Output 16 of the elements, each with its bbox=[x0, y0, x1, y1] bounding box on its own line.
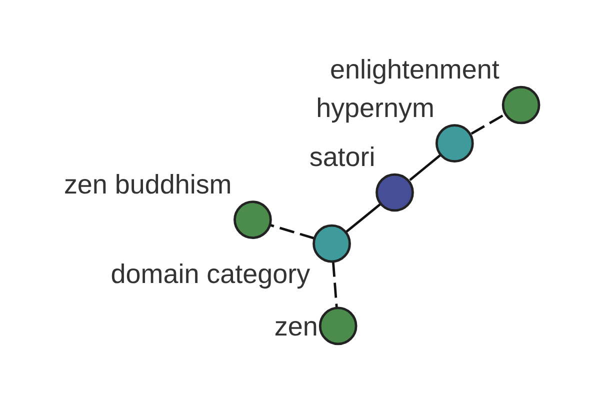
node-label: enlightenment bbox=[330, 54, 500, 84]
node-label: zen bbox=[274, 311, 318, 342]
node-circle bbox=[435, 124, 474, 162]
node-circle bbox=[234, 200, 272, 238]
connector bbox=[346, 202, 381, 232]
node-label: satori bbox=[309, 142, 376, 172]
node-label: zen buddhism bbox=[64, 168, 232, 199]
connector bbox=[332, 261, 338, 308]
node-circle bbox=[312, 224, 351, 262]
node-circle bbox=[318, 306, 358, 345]
node-circle bbox=[376, 172, 414, 212]
node-circle bbox=[502, 85, 540, 124]
node-label: hypernym bbox=[316, 92, 434, 122]
node-label: domain category bbox=[110, 258, 310, 289]
connector bbox=[270, 223, 315, 239]
connector bbox=[409, 153, 442, 180]
